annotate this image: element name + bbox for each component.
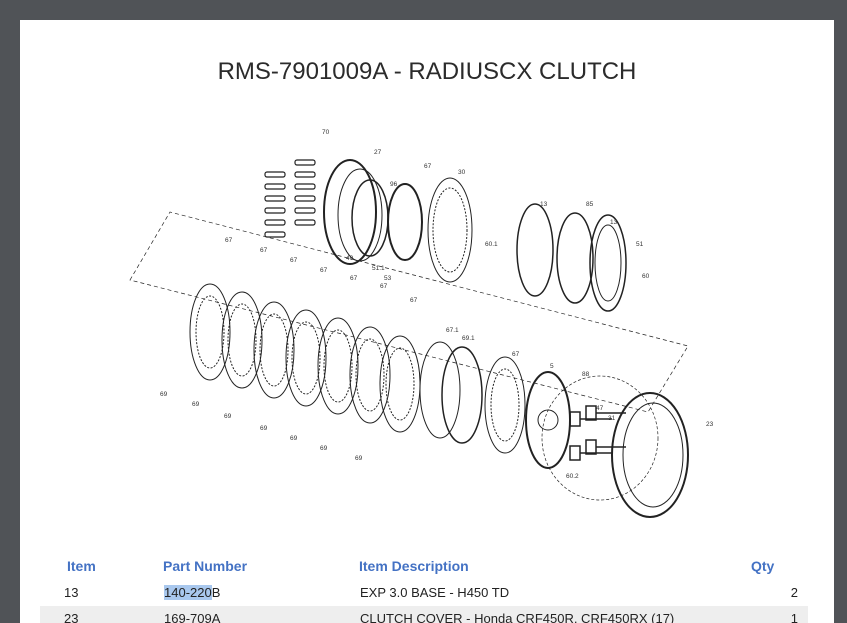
callout-label: 31 bbox=[608, 415, 616, 422]
callout-label: 69 bbox=[355, 455, 363, 462]
callout-label: 69 bbox=[224, 413, 232, 420]
callout-label: 69 bbox=[192, 401, 200, 408]
cell-part-number: 169-709A bbox=[164, 611, 221, 623]
callout-label: 67 bbox=[260, 247, 268, 254]
cell-description: CLUTCH COVER - Honda CRF450R, CRF450RX (… bbox=[360, 611, 675, 623]
callout-label: 60.2 bbox=[566, 473, 579, 480]
cell-part-number: 140-220B bbox=[164, 585, 221, 600]
table-row: 13 140-220B EXP 3.0 BASE - H450 TD 2 bbox=[40, 580, 808, 606]
callout-label: 51.1 bbox=[372, 265, 385, 272]
callout-label: 67 bbox=[424, 163, 432, 170]
callout-label: 53 bbox=[384, 275, 392, 282]
cell-item: 13 bbox=[64, 585, 79, 600]
highlighted-text: 140-220 bbox=[164, 585, 212, 600]
callout-label: 13 bbox=[540, 201, 548, 208]
callout-label: 23 bbox=[706, 421, 714, 428]
callout-label: 5 bbox=[550, 363, 554, 370]
callout-label: 67 bbox=[380, 283, 388, 290]
callout-label: 67 bbox=[350, 275, 358, 282]
callout-label: 13 bbox=[610, 219, 618, 226]
callout-label: 40 bbox=[346, 255, 354, 262]
callout-label: 69.1 bbox=[462, 335, 475, 342]
table-row: 23 169-709A CLUTCH COVER - Honda CRF450R… bbox=[40, 606, 808, 623]
callout-label: 60 bbox=[642, 273, 650, 280]
cell-qty: 1 bbox=[790, 611, 798, 623]
cell-description: EXP 3.0 BASE - H450 TD bbox=[360, 585, 510, 600]
callout-label: 88 bbox=[582, 371, 590, 378]
callout-label: 67 bbox=[225, 237, 233, 244]
callout-label: 51 bbox=[636, 241, 644, 248]
callout-label: 85 bbox=[586, 201, 594, 208]
callout-label: 69 bbox=[320, 445, 328, 452]
exploded-clutch-diagram: 70 27 96 67 30 40 51.1 53 13 85 13 51 60.1 60 67 67 67 67… bbox=[129, 129, 714, 518]
callout-label: 67 bbox=[320, 267, 328, 274]
callout-label: 67.1 bbox=[446, 327, 459, 334]
callout-label: 96 bbox=[390, 181, 398, 188]
callout-label: 60.1 bbox=[485, 241, 498, 248]
callout-label: 27 bbox=[374, 149, 382, 156]
callout-label: 70 bbox=[322, 129, 330, 136]
callout-label: 47 bbox=[596, 405, 604, 412]
callout-label: 69 bbox=[290, 435, 298, 442]
callout-label: 30 bbox=[458, 169, 466, 176]
cell-item: 23 bbox=[64, 611, 79, 623]
callout-label: 67 bbox=[290, 257, 298, 264]
callout-label: 69 bbox=[160, 391, 168, 398]
callout-label: 67 bbox=[512, 351, 520, 358]
cell-qty: 2 bbox=[790, 585, 798, 600]
page-title: RMS-7901009A - RADIUSCX CLUTCH bbox=[217, 58, 637, 85]
column-header-description: Item Description bbox=[359, 558, 469, 574]
table-header: Item Part Number Item Description Qty bbox=[20, 558, 834, 578]
column-header-qty: Qty bbox=[751, 558, 775, 574]
column-header-part-number: Part Number bbox=[163, 558, 248, 574]
callout-label: 67 bbox=[410, 297, 418, 304]
column-header-item: Item bbox=[67, 558, 96, 574]
callout-label: 69 bbox=[260, 425, 268, 432]
document-page: RMS-7901009A - RADIUSCX CLUTCH bbox=[20, 20, 834, 623]
